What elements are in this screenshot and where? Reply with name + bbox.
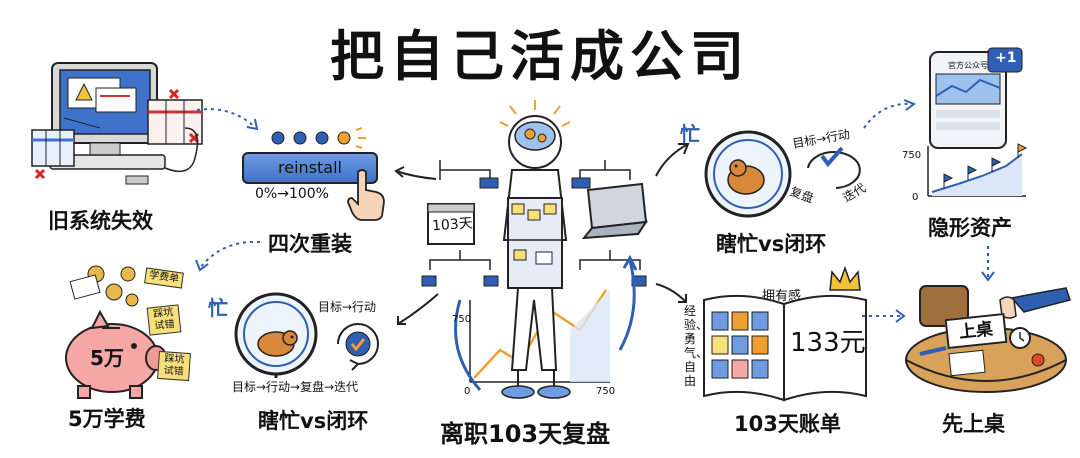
hamster-wheel-icon [704,130,792,218]
bill-price: 133元 [790,328,866,358]
tuition-note-3: 踩坑试错 [157,350,191,382]
loop-check-icon [807,146,861,189]
busy-word-left: 忙 [208,296,228,320]
reinstall-label: 四次重装 [268,232,352,256]
center-chart-x-tick-end: 750 [596,386,616,397]
busy-left-label: 瞎忙vs闭环 [258,409,369,433]
page-title: 把自己活成公司 [330,25,750,88]
center-chart-y-tick: 750 [452,314,472,325]
arrow-icon [195,240,261,272]
bill-side-text: 经验、勇气、自由 [684,304,709,388]
bill-label: 103天账单 [734,412,841,436]
old-system-label: 旧系统失效 [48,209,153,233]
hidden-assets-label: 隐形资产 [928,216,1012,240]
tuition-note-2: 踩坑试错 [146,304,182,336]
loop-top-left: 目标→行动 [318,300,377,314]
arrow-icon [655,143,690,177]
piggy-amount-text: 5万 [90,346,124,370]
table-chair-icon [905,285,1071,393]
tuition-label: 5万学费 [68,407,146,431]
reinstall-button-text: reinstall [278,158,342,177]
hand-cursor-icon [347,169,385,221]
center-figure [421,100,649,399]
seat-card-text: 上桌 [958,319,994,343]
arrow-icon [196,108,259,131]
assets-y-tick-top: 750 [902,150,922,161]
phone-icon [929,47,1023,149]
assets-y-tick-bottom: 0 [912,192,919,203]
arrow-icon [394,166,437,180]
arrow-icon [981,246,995,282]
notification-badge: +1 [995,50,1017,66]
loop-bottom-left: 目标→行动→复盘→迭代 [232,380,359,394]
busy-right-label: 瞎忙vs闭环 [716,232,827,256]
center-label: 离职103天复盘 [440,420,611,448]
arrow-icon [397,293,439,325]
busy-word-right: 忙 [680,122,700,146]
progress-text: 0%→100% [255,186,329,202]
progress-dots-icon [271,127,366,149]
broken-computer-icon [31,62,203,185]
arrow-icon [862,309,906,323]
crown-icon [829,265,861,291]
hamster-wheel-icon [234,292,318,378]
arrow-icon [655,283,687,303]
seat-label: 先上桌 [942,412,1005,436]
piggy-bank-icon [65,265,167,399]
open-book-icon [703,294,867,402]
reinstall-button: reinstall [242,152,378,184]
calendar-text: 103天 [431,215,474,235]
arrow-icon [863,99,917,129]
center-chart-x-tick-start: 0 [464,386,471,397]
phone-header-text: 官方公众号 [948,61,988,70]
growth-chart-icon [927,143,1028,197]
loop-check-icon [337,323,379,371]
